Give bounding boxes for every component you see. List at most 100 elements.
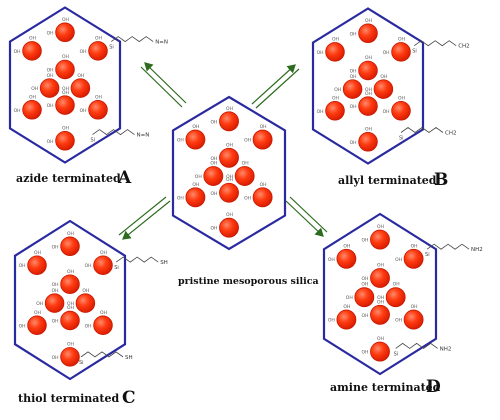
surface-group-label: OH: [14, 49, 21, 55]
terminal-group-label: NH2: [440, 346, 452, 352]
surface-group-label: OH: [328, 257, 335, 263]
surface-group-label: OH: [361, 276, 368, 282]
surface-group-label: OH: [80, 108, 87, 114]
surface-group-label: OH: [62, 54, 69, 60]
surface-group-label: OH: [52, 244, 59, 250]
letter-d: D: [426, 377, 441, 397]
silica-pore-sphere: [219, 182, 239, 203]
surface-group-label: OH: [377, 295, 384, 301]
terminal-group-label: N=N: [137, 133, 150, 139]
surface-group-label: OH: [317, 109, 324, 115]
surface-group-label: OH: [34, 310, 41, 316]
silica-pore-sphere: [27, 255, 47, 275]
surface-group-label: OH: [67, 342, 74, 348]
silica-pore-sphere: [219, 217, 239, 238]
surface-group-label: OH: [361, 350, 368, 356]
terminal-group-label: SH: [125, 355, 133, 361]
label-azide: azide terminated: [16, 172, 121, 185]
surface-group-label: OH: [350, 31, 357, 37]
surface-group-label: OH: [395, 257, 402, 263]
surface-group-label: OH: [210, 191, 217, 197]
surface-group-label: OH: [67, 301, 74, 307]
silica-pore-sphere: [219, 147, 239, 168]
surface-group-label: OH: [398, 95, 405, 101]
surface-group-label: OH: [95, 36, 102, 42]
surface-group-label: OH: [242, 161, 249, 167]
silicon-atom-label: Si: [109, 45, 114, 51]
surface-group-label: OH: [377, 224, 384, 230]
surface-group-label: OH: [350, 74, 357, 80]
alkyl-linker-chain: [115, 256, 159, 263]
letter-c: C: [122, 388, 136, 408]
surface-group-label: OH: [332, 37, 339, 43]
surface-group-label: OH: [52, 282, 59, 288]
surface-group-label: OH: [77, 73, 84, 79]
silica-pore-sphere: [185, 187, 206, 208]
surface-group-label: OH: [47, 30, 54, 36]
surface-group-label: OH: [67, 269, 74, 275]
silica-pore-sphere: [55, 95, 75, 115]
surface-group-label: OH: [365, 91, 372, 97]
silica-pore-sphere: [325, 42, 345, 62]
surface-group-label: OH: [36, 301, 43, 307]
silicon-atom-label: Si: [412, 49, 417, 55]
silica-pore-sphere: [27, 315, 47, 336]
surface-group-label: OH: [192, 124, 199, 130]
arrow-to-thiol: [118, 196, 171, 240]
surface-group-label: OH: [361, 313, 368, 319]
surface-group-label: OH: [100, 250, 107, 256]
alkyl-linker-chain: [80, 351, 124, 358]
silicon-atom-label: Si: [394, 351, 399, 357]
silica-pore-sphere: [219, 111, 239, 132]
surface-group-label: OH: [226, 106, 233, 112]
silica-pore-sphere: [55, 22, 75, 43]
surface-group-label: OH: [62, 125, 69, 131]
silica-pore-sphere: [22, 41, 42, 61]
surface-group-label: OH: [328, 318, 335, 324]
silica-pore-sphere: [234, 166, 255, 186]
silica-pore-sphere: [70, 78, 91, 98]
alkyl-linker-chain: [426, 243, 470, 250]
alkyl-linker-chain: [110, 36, 154, 43]
surface-group-label: OH: [177, 138, 184, 144]
surface-group-label: OH: [226, 142, 233, 148]
surface-group-label: OH: [19, 263, 26, 269]
surface-group-label: OH: [350, 140, 357, 146]
silica-pore-sphere: [93, 255, 113, 275]
amine-particle: OHOHOHOHOHOHOHOHOHOHOHOHOHOHOHOHOHOHOHOH…: [322, 212, 483, 376]
surface-group-label: OH: [398, 37, 405, 43]
alkyl-linker-chain: [92, 129, 135, 136]
surface-group-label: OH: [67, 231, 74, 237]
silica-pore-sphere: [358, 96, 378, 116]
surface-group-label: OH: [395, 318, 402, 324]
terminal-group-label: CH2: [445, 131, 456, 137]
surface-group-label: OH: [226, 174, 233, 180]
silica-pore-sphere: [60, 236, 80, 257]
surface-group-label: OH: [67, 305, 74, 311]
surface-group-label: OH: [210, 161, 217, 167]
surface-group-label: OH: [52, 355, 59, 361]
silica-pore-sphere: [391, 101, 411, 121]
surface-group-label: OH: [192, 182, 199, 188]
silica-pore-sphere: [336, 309, 357, 330]
silica-pore-sphere: [403, 309, 424, 330]
letter-b: B: [434, 170, 449, 190]
alkyl-linker-chain: [395, 342, 438, 349]
silica-pore-sphere: [39, 78, 60, 98]
silica-pore-sphere: [373, 79, 394, 99]
surface-group-label: OH: [361, 238, 368, 244]
surface-group-label: OH: [343, 243, 350, 249]
surface-group-label: OH: [31, 86, 38, 92]
silica-pore-sphere: [22, 100, 42, 120]
arrow-to-allyl: [251, 64, 300, 109]
silica-pore-sphere: [403, 248, 424, 269]
silica-pore-sphere: [358, 23, 378, 44]
surface-group-label: OH: [365, 87, 372, 93]
arrow-to-amine: [285, 196, 328, 237]
surface-group-label: OH: [210, 226, 217, 232]
surface-group-label: OH: [52, 319, 59, 325]
alkyl-linker-chain: [400, 127, 444, 133]
surface-group-label: OH: [210, 119, 217, 125]
label-allyl: allyl terminated: [338, 174, 437, 187]
